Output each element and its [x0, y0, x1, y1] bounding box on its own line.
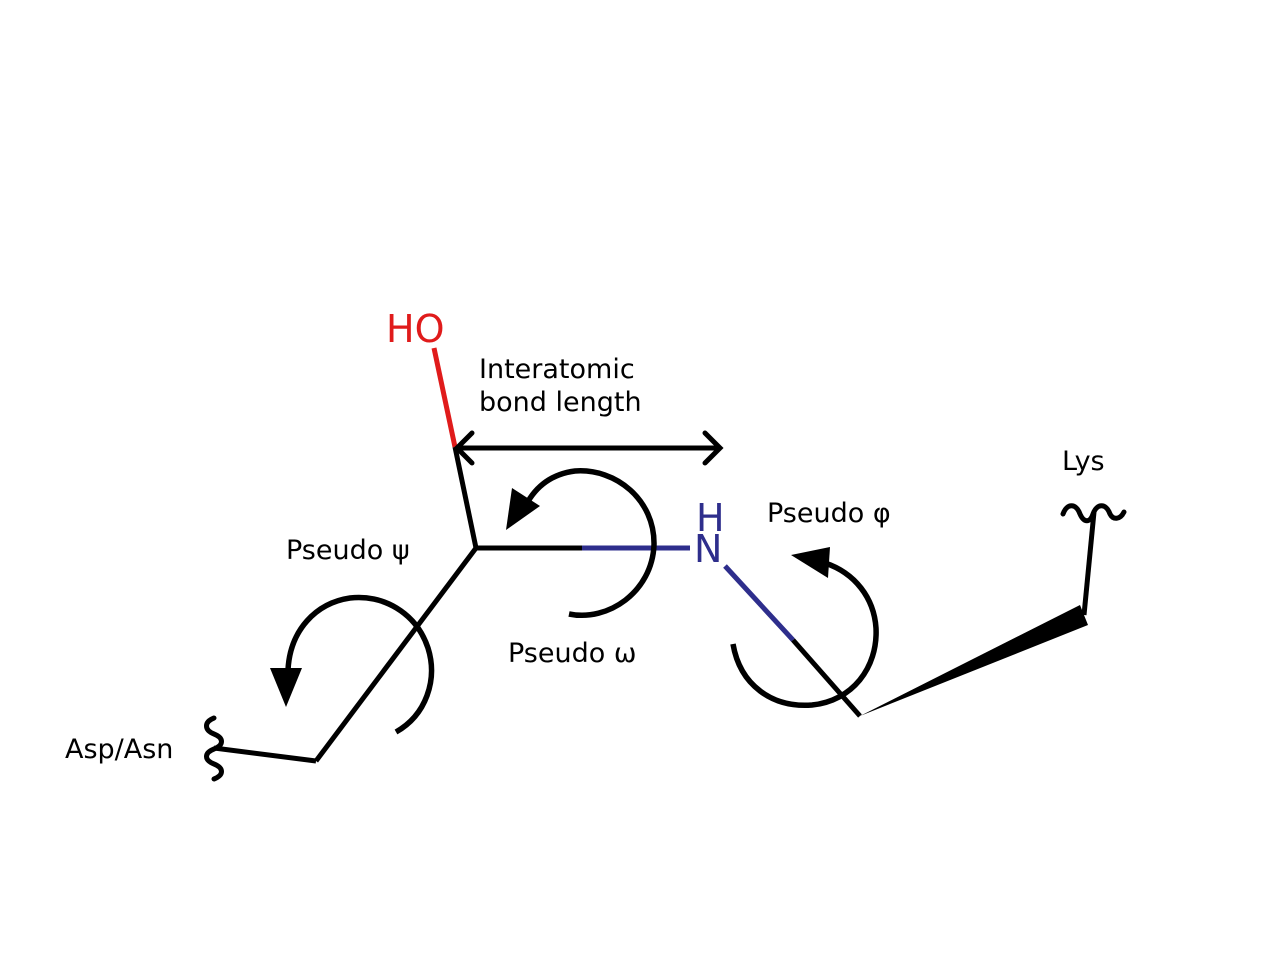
n-c-bond-carbon-half: [791, 638, 862, 718]
amine-h-label: H: [696, 496, 725, 540]
pseudo-omega-label: Pseudo ω: [508, 638, 636, 669]
pseudo-phi-label: Pseudo φ: [767, 498, 891, 529]
pseudo-omega-arrowhead: [506, 488, 540, 530]
pseudo-psi-arrowhead: [270, 668, 302, 707]
n-c-bond-nitrogen-half: [723, 564, 795, 642]
pseudo-psi-arc: [285, 594, 435, 735]
pseudo-omega-arc: [523, 468, 657, 618]
pseudo-phi-arc: [730, 560, 879, 708]
pseudo-psi-label: Pseudo ψ: [286, 535, 410, 566]
lys-label: Lys: [1062, 446, 1105, 477]
amine-n-label: N: [694, 527, 722, 571]
lys-wavy-bond-icon: [1060, 503, 1127, 524]
hydroxyl-label: HO: [386, 307, 444, 351]
backbone-bond-left: [314, 546, 478, 763]
asp-wavy-bond-icon: [204, 715, 224, 782]
bond-length-arrowhead-right: [702, 430, 724, 466]
carbonyl-c-bond: [452, 446, 479, 549]
pseudo-phi-arrowhead: [791, 547, 830, 578]
o-c-bond: [431, 347, 458, 448]
wedge-bond: [860, 605, 1088, 716]
backbone-bond-asp: [213, 745, 317, 764]
bond-length-arrowhead-left: [453, 430, 475, 466]
asp-asn-label: Asp/Asn: [65, 734, 173, 765]
lys-bond: [1081, 511, 1097, 616]
bond-length-label-line2: bond length: [479, 387, 642, 418]
bond-length-label-line1: Interatomic: [479, 354, 635, 385]
